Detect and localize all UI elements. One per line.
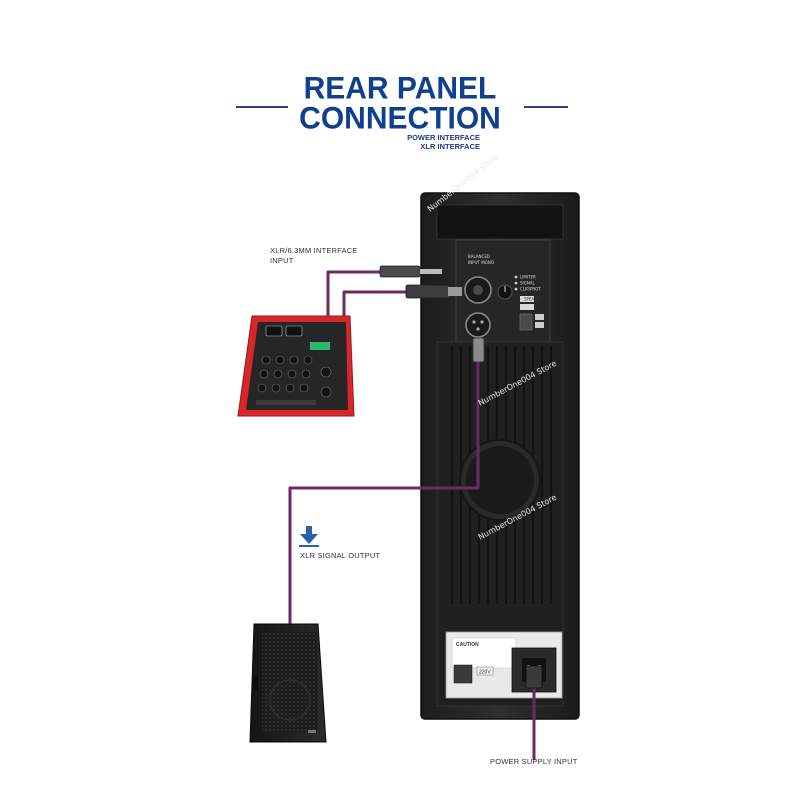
signal-led-label: SIGNAL xyxy=(520,281,536,286)
speaker xyxy=(250,624,326,742)
balanced-label: BALANCED xyxy=(468,254,490,259)
output-label: XLR SIGNAL OUTPUT xyxy=(300,551,380,561)
power-plug xyxy=(526,666,542,688)
output-plug xyxy=(473,338,484,362)
clip-led-label: CLIP/PROT xyxy=(520,287,541,292)
amplifier-panel: CAUTION 220V LIMITER SIGNAL CLIP/PROT BA… xyxy=(421,193,579,719)
voltage-label: 220V xyxy=(479,670,491,676)
mixer xyxy=(238,316,354,416)
down-arrow-icon xyxy=(299,526,319,547)
inputs-label: INPUT MONO xyxy=(468,260,494,265)
mode-label: SPEAKER xyxy=(524,297,542,302)
power-label: POWER SUPPLY INPUT xyxy=(490,757,578,767)
caution-label: CAUTION xyxy=(456,642,479,648)
cable-xlr-to-mixer xyxy=(344,292,414,316)
limiter-led-label: LIMITER xyxy=(520,275,536,280)
input-label-line-2: INPUT xyxy=(270,256,294,266)
input-label-line-1: XLR/6.3MM INTERFACE xyxy=(270,246,358,256)
mode-switch[interactable] xyxy=(520,314,532,330)
xlr-output-jack[interactable] xyxy=(466,313,490,337)
cable-jack-to-mixer xyxy=(328,272,400,316)
